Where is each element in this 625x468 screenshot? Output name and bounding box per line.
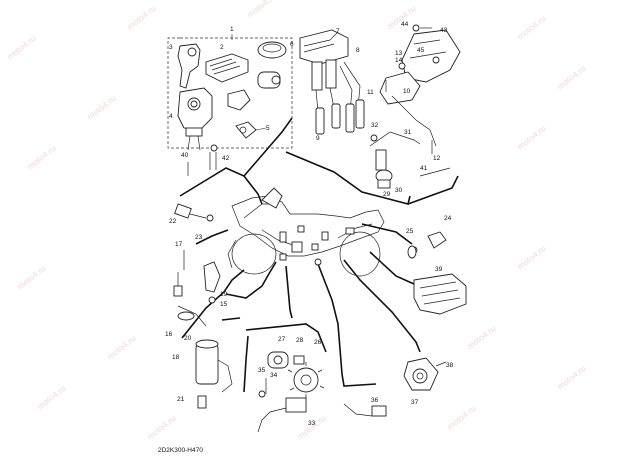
- callout-18: 18: [172, 354, 180, 361]
- watermark-text: moto4.ru: [555, 363, 588, 392]
- callout-6: 6: [290, 41, 294, 48]
- callout-20: 20: [184, 335, 192, 342]
- callout-38: 38: [446, 362, 454, 369]
- watermark-text: moto4.ru: [555, 63, 588, 92]
- callout-36: 36: [371, 397, 379, 404]
- bottom-center-parts: [257, 351, 325, 433]
- callout-30: 30: [395, 187, 403, 194]
- watermark-text: moto4.ru: [515, 123, 548, 152]
- callout-7: 7: [336, 28, 340, 35]
- bracket-group: [379, 24, 461, 154]
- watermark-text: moto4.ru: [125, 3, 158, 32]
- callout-5: 5: [266, 125, 270, 132]
- callout-37: 37: [411, 399, 419, 406]
- callout-33: 33: [308, 420, 316, 427]
- callout-34: 34: [270, 372, 278, 379]
- callout-42: 42: [222, 155, 230, 162]
- callout-24: 24: [444, 215, 452, 222]
- watermark-text: moto4.ru: [85, 93, 118, 122]
- ignition-coil-group: [299, 29, 365, 135]
- callout-2: 2: [220, 44, 224, 51]
- callout-13: 13: [395, 50, 403, 57]
- callout-14: 14: [395, 57, 403, 64]
- callout-11: 11: [367, 89, 374, 96]
- ignition-set-group: [167, 34, 293, 176]
- callout-4: 4: [169, 113, 173, 120]
- watermark-text: moto4.ru: [145, 413, 178, 442]
- callout-23: 23: [195, 234, 203, 241]
- leader-network: [179, 117, 459, 393]
- callout-35: 35: [258, 367, 266, 374]
- motorcycle-outline: [227, 187, 385, 277]
- callout-25: 25: [406, 228, 414, 235]
- callout-17: 17: [175, 241, 183, 248]
- callout-22: 22: [169, 218, 177, 225]
- watermark-text: moto4.ru: [465, 323, 498, 352]
- watermark-text: moto4.ru: [515, 13, 548, 42]
- callout-32: 32: [371, 122, 379, 129]
- watermark-text: moto4.ru: [105, 333, 138, 362]
- callout-43: 43: [440, 27, 448, 34]
- callout-8: 8: [356, 47, 360, 54]
- watermark-text: moto4.ru: [25, 143, 58, 172]
- callout-1: 1: [230, 26, 234, 33]
- callout-29: 29: [383, 191, 391, 198]
- drawing-code-label: 2D2K300-H470: [158, 447, 203, 454]
- callout-39: 39: [435, 266, 443, 273]
- callout-12: 12: [433, 155, 441, 162]
- left-parts: [173, 203, 233, 409]
- callout-31: 31: [404, 129, 412, 136]
- right-parts: [343, 231, 467, 417]
- watermark-text: moto4.ru: [445, 403, 478, 432]
- watermark-text: moto4.ru: [245, 0, 278, 20]
- callout-9: 9: [316, 135, 320, 142]
- watermark-text: moto4.ru: [35, 383, 68, 412]
- callout-16: 16: [165, 331, 173, 338]
- callout-3: 3: [169, 44, 173, 51]
- watermark-text: moto4.ru: [15, 263, 48, 292]
- watermark-text: moto4.ru: [295, 413, 328, 442]
- callout-19: 19: [220, 291, 228, 298]
- callout-26: 26: [314, 339, 322, 346]
- callout-45: 45: [417, 47, 425, 54]
- callout-10: 10: [403, 88, 411, 95]
- callout-40: 40: [181, 152, 189, 159]
- watermark-text: moto4.ru: [515, 243, 548, 272]
- callout-labels: 1234567891011121314151617181920212223242…: [165, 21, 454, 427]
- callout-27: 27: [278, 336, 286, 343]
- callout-28: 28: [296, 337, 304, 344]
- sensor-29-group: [369, 131, 451, 189]
- callout-41: 41: [420, 165, 428, 172]
- watermark-text: moto4.ru: [5, 33, 38, 62]
- callout-44: 44: [401, 21, 409, 28]
- callout-21: 21: [177, 396, 185, 403]
- callout-15: 15: [220, 301, 228, 308]
